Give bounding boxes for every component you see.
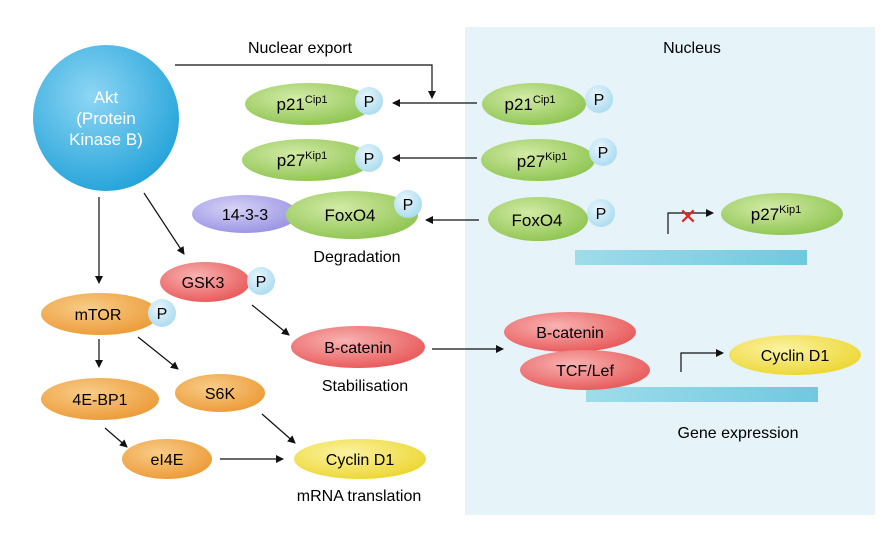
- bcatenin-cytoplasm-node: [291, 326, 425, 368]
- phospho-label: P: [364, 94, 375, 111]
- akt-label-line2: (Protein: [76, 109, 136, 128]
- stabilisation-label: Stabilisation: [322, 378, 408, 395]
- cyclind1-cytoplasm-label: Cyclin D1: [326, 452, 395, 469]
- 4ebp1-label: 4E-BP1: [72, 392, 127, 409]
- arrow-4ebp1-ei4e: [104, 427, 128, 448]
- phospho-p21-nucleus: [585, 85, 613, 113]
- s6k-label: S6K: [205, 386, 236, 403]
- nucleus-label: Nucleus: [663, 40, 721, 57]
- foxo4-cytoplasm-label: FoxO4: [324, 206, 375, 225]
- phospho-gsk3: [247, 267, 275, 295]
- arrow-mtor-s6k: [137, 336, 179, 370]
- arrows: [95, 64, 724, 463]
- mrna-translation-label: mRNA translation: [297, 488, 422, 505]
- phospho-label: P: [364, 151, 375, 168]
- nuclear-export-label: Nuclear export: [248, 40, 353, 57]
- p27-nucleus-label: p27Kip1: [517, 151, 567, 171]
- ei4e-node: [122, 439, 212, 479]
- p27-nucleus-node: [481, 139, 595, 181]
- bcatenin-nucleus-label: B-catenin: [536, 325, 604, 342]
- akt-label-line3: Kinase B): [69, 130, 143, 149]
- 14-3-3-node: [192, 195, 298, 233]
- s6k-node: [175, 374, 265, 412]
- phospho-foxo4-nucleus: [587, 199, 615, 227]
- p27-cytoplasm-node: [242, 139, 372, 181]
- arrow-promoter-cyclin: [680, 349, 724, 372]
- inhibition-x-icon: ✕: [679, 204, 697, 229]
- arrow-akt-gsk3: [143, 192, 185, 255]
- phospho-mtor: [148, 299, 176, 327]
- dna-bar-p27: [575, 250, 807, 265]
- bcatenin-cytoplasm-label: B-catenin: [324, 340, 392, 357]
- gene-expression-label: Gene expression: [678, 425, 799, 442]
- cyclind1-nucleus-label: Cyclin D1: [761, 348, 830, 365]
- phospho-foxo4-cytoplasm: [394, 190, 422, 218]
- akt-node: [33, 45, 179, 191]
- gsk3-label: GSK3: [182, 275, 225, 292]
- cyclind1-cytoplasm-node: [294, 439, 426, 479]
- degradation-label: Degradation: [313, 249, 400, 266]
- phospho-label: P: [157, 306, 168, 323]
- 14-3-3-label: 14-3-3: [222, 207, 268, 224]
- arrow-nuclear-export: [175, 64, 436, 99]
- arrow-gsk3-bcatenin: [251, 304, 290, 336]
- phospho-label: P: [256, 274, 267, 291]
- phospho-p27-nucleus: [589, 138, 617, 166]
- p21-cytoplasm-label: p21Cip1: [277, 94, 328, 114]
- p27-target-node: [721, 193, 843, 235]
- phospho-p27-cytoplasm: [355, 144, 383, 172]
- dna-bar-cyclin: [586, 387, 818, 402]
- p27-target-label: p27Kip1: [751, 204, 801, 224]
- 4ebp1-node: [41, 378, 159, 420]
- ei4e-label: eI4E: [151, 452, 184, 469]
- bcatenin-nucleus-node: [504, 312, 636, 352]
- phospho-label: P: [594, 92, 605, 109]
- p21-cytoplasm-node: [245, 83, 373, 125]
- gsk3-node: [160, 262, 250, 302]
- mtor-label: mTOR: [75, 307, 122, 324]
- mtor-node: [41, 293, 159, 335]
- foxo4-nucleus-label: FoxO4: [511, 211, 562, 230]
- foxo4-cytoplasm-node: [286, 191, 418, 239]
- phospho-p21-cytoplasm: [355, 87, 383, 115]
- tcflef-label: TCF/Lef: [556, 363, 614, 380]
- phospho-label: P: [403, 197, 414, 214]
- p21-nucleus-node: [482, 83, 586, 125]
- p27-cytoplasm-label: p27Kip1: [277, 150, 327, 170]
- tcflef-node: [520, 350, 650, 390]
- arrow-promoter-p27: [667, 209, 714, 234]
- phospho-label: P: [596, 206, 607, 223]
- phospho-label: P: [598, 145, 609, 162]
- arrow-s6k-cyclin: [261, 413, 296, 444]
- p21-nucleus-label: p21Cip1: [505, 94, 556, 114]
- cyclind1-nucleus-node: [729, 335, 861, 375]
- akt-label-line1: Akt: [94, 88, 119, 107]
- foxo4-nucleus-node: [488, 197, 588, 241]
